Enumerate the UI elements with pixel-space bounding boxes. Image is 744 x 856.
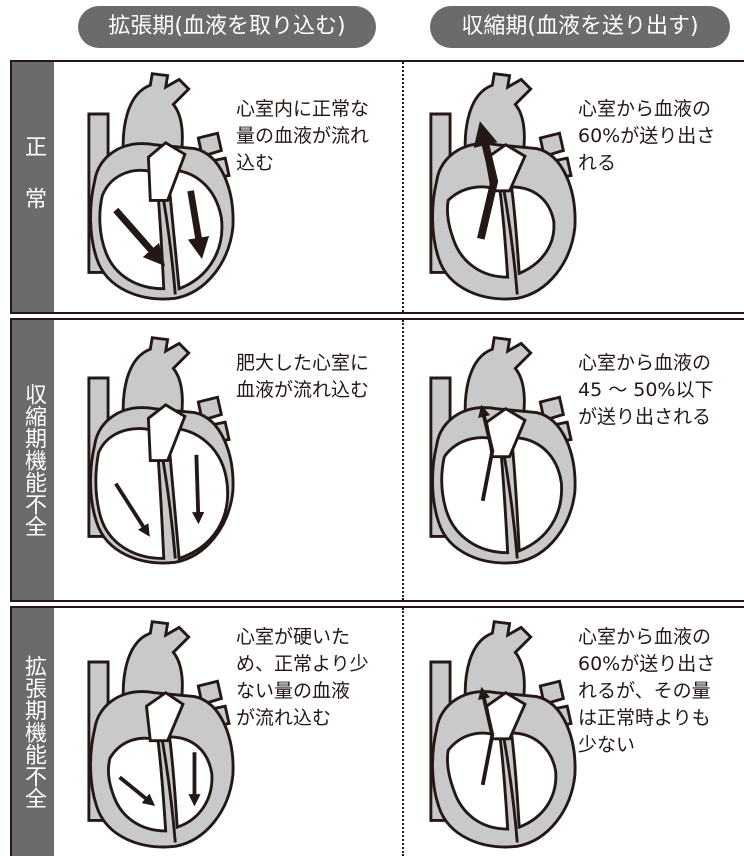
systolic-dysfunction-diastole-text: 肥大した心室に 血液が流れ込む [236, 352, 370, 401]
column-divider [402, 320, 404, 600]
diastole-header: 拡張期(血液を取り込む) [78, 6, 376, 48]
systolic-dysfunction-systole-heart [410, 330, 590, 570]
normal-row: 正常 心室内に正常な 量の血液が流れ 込む 心室から血液の 60%が送り出さ れ… [10, 60, 744, 314]
diastolic-dysfunction-systole-text: 心室から血液の 60%が送り出さ れるが、その量 は正常時よりも 少ない [578, 626, 716, 756]
systolic-dysfunction-row-label: 収縮期機能不全 [12, 320, 54, 600]
column-divider [402, 62, 404, 312]
normal-systole-heart [410, 66, 590, 306]
normal-systole-text: 心室から血液の 60%が送り出さ れる [578, 98, 716, 174]
diastolic-dysfunction-systole-heart [410, 614, 590, 854]
systolic-dysfunction-systole-text: 心室から血液の 45 〜 50%以下 が送り出される [578, 352, 714, 428]
normal-diastole-text: 心室内に正常な 量の血液が流れ 込む [236, 98, 370, 174]
normal-row-label: 正常 [12, 62, 54, 312]
diastolic-dysfunction-diastole-text: 心室が硬いた め、正常より少 ない量の血液 が流れ込む [236, 626, 369, 729]
systolic-dysfunction-diastole-heart [68, 330, 248, 570]
systole-header: 収縮期(血液を送り出す) [430, 6, 730, 48]
diastolic-dysfunction-row-label: 拡張期機能不全 [12, 608, 54, 856]
column-divider [402, 608, 404, 856]
systolic-dysfunction-row: 収縮期機能不全 肥大した心室に 血液が流れ込む 心室から血液の 45 〜 50%… [10, 318, 744, 602]
diastolic-dysfunction-row: 拡張期機能不全 心室が硬いた め、正常より少 ない量の血液 が流れ込む 心室から… [10, 606, 744, 856]
diastolic-dysfunction-diastole-heart [68, 614, 248, 854]
normal-diastole-heart [68, 66, 248, 306]
